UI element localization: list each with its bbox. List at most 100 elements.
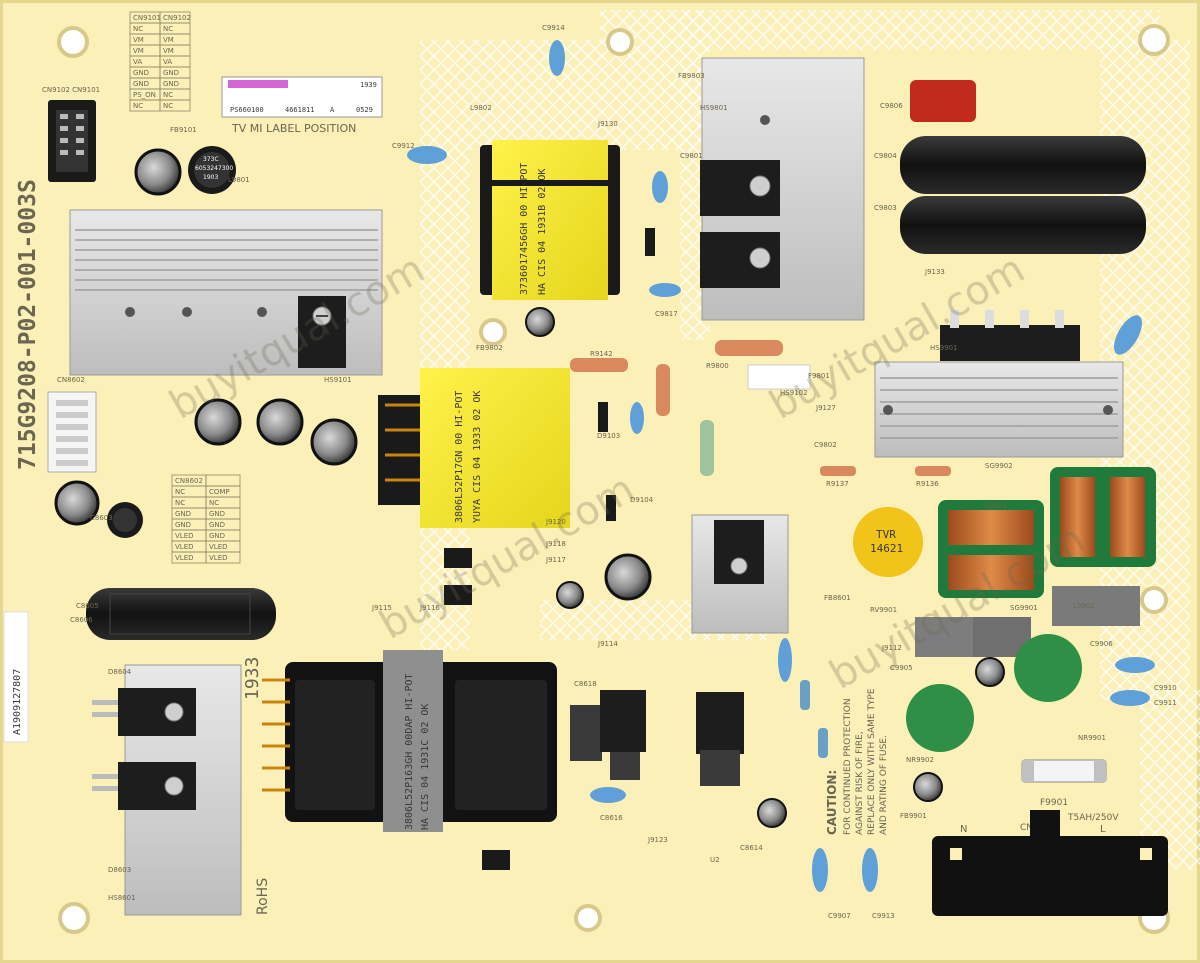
label-code-5: 0529 [356,106,373,114]
svg-text:RoHS: RoHS [255,878,271,915]
ref-designator: R9142 [590,350,613,358]
pin-table-top-cell: CN9101 [133,14,161,22]
caution-line-3: REPLACE ONLY WITH SAME TYPE [867,688,877,835]
heatsink-hs9801 [700,57,865,321]
transformer-bottom-line1: 3806L52P163GH 00DAP HI-POT [404,673,415,830]
heatsink-hs9901 [874,310,1124,458]
varistor-label-2: 14621 [870,542,903,555]
ref-designator: C8614 [740,844,763,852]
ref-designator: HS9101 [324,376,352,384]
fuse-f9901: F9901 T5AH/250V [1021,759,1119,823]
ref-designator: SG9901 [1010,604,1038,612]
ref-designator: L9902 [1073,602,1095,610]
mounting-holes [57,24,1170,934]
pin-table-top-cell: NC [133,102,143,110]
ref-designator: R9800 [706,362,729,370]
connector-cn9101 [48,100,96,182]
ref-designator: C9905 [890,664,913,672]
ref-designator: HS8601 [108,894,136,902]
connector-pin-l: L [1100,824,1106,835]
fuse-rating: T5AH/250V [1067,813,1119,823]
ref-designator: C9802 [814,441,837,449]
ref-designator: L9802 [470,104,492,112]
ntc-thermistors [906,634,1082,752]
caution-line-4: AND RATING OF FUSE. [879,735,889,835]
transformer-top-line1: 3736017456GH 00 HI-POT [519,163,530,295]
fuse-ref: F9901 [1040,798,1068,808]
ref-designator: RV9901 [870,606,897,614]
ref-designator: J9120 [545,518,566,526]
ref-designator: C9801 [680,152,703,160]
ref-designator: CN8602 [57,376,85,384]
pin-table-top-cell: NC [133,25,143,33]
pin-table-mid-cell: GND [209,532,225,540]
ref-designator: J9112 [881,644,902,652]
caution-line-2: AGAINST RISK OF FIRE, [855,731,865,835]
capacitor-group-left [54,398,358,538]
caution-title: CAUTION: [825,770,839,835]
ref-designator: NR9901 [1078,734,1106,742]
ref-designator: U2 [710,856,720,864]
serial-number: A1909127807 [12,669,23,735]
pin-table-mid-cell: CN8602 [175,477,203,485]
ref-designator: D9103 [597,432,620,440]
ref-designator: C9913 [872,912,895,920]
pin-table-top-cell: GND [133,69,149,77]
ref-designator: C8616 [600,814,623,822]
ref-designator: C8618 [574,680,597,688]
label-code-1: PS660100 [230,106,264,114]
pin-table-top-cell: VM [133,47,144,55]
pin-table-mid-cell: NC [175,488,185,496]
label-code-3: A [330,106,335,114]
pin-table-top-cell-border [159,99,191,112]
ref-designator: F9801 [808,372,830,380]
pin-table-top-cell: VA [133,58,142,66]
ref-designator: C9817 [655,310,678,318]
ref-designator: L9801 [228,176,250,184]
pin-table-top-cell: VM [163,47,174,55]
label-position-box: 1939 PS660100 4661811 A 0529 TV MI LABEL… [221,76,383,135]
pin-table-top-cell: VA [163,58,172,66]
ref-designator: J9117 [545,556,566,564]
transformer-top: 3736017456GH 00 HI-POT HA CIS 04 1931B 0… [480,140,620,300]
common-mode-choke-l9902 [1050,467,1156,567]
varistor-label-1: TVR [876,528,896,541]
inductor-label-2: 6053247300 [195,165,233,172]
ref-designator: CN9102 CN9101 [42,86,100,94]
pin-table-top-cell: NC [163,91,173,99]
pin-table-top-cell: VM [133,36,144,44]
ref-designator: J9123 [647,836,668,844]
pin-table-mid-cell: VLED [209,543,228,551]
heatsink-hs9101 [69,209,383,376]
ref-designator: HS9102 [780,389,808,397]
label-code-2: 4661811 [285,106,315,114]
inductor-label-3: 1903 [203,174,218,181]
pin-table-mid-cell: VLED [175,554,194,562]
label-code-4: 1939 [360,81,377,89]
ac-connector-cn9901: CN9901 N L [932,810,1168,916]
electrolytic-capacitor [134,148,182,196]
pin-table-mid-cell-border [205,551,241,564]
pin-table-top-cell: GND [163,69,179,77]
caution-line-1: FOR CONTINUED PROTECTION [843,698,853,835]
x-capacitors [915,586,1140,657]
ref-designator: L9901 [985,502,1007,510]
inductor-label-1: 373C [203,156,219,163]
white-connector-mid [747,364,811,390]
ic-chips [444,228,655,870]
ref-designator: C9912 [392,142,415,150]
pin-table-top-cell: PS_ON [133,91,156,99]
connector-pin-n: N [960,824,967,835]
regulators-bottom [570,690,744,786]
ref-designator: R9136 [916,480,939,488]
ref-designator: C9914 [542,24,565,32]
ref-designator: C9803 [874,204,897,212]
ref-designator: HS9901 [930,344,958,352]
pin-table-mid-cell: NC [175,499,185,507]
ref-designator: J9133 [924,268,945,276]
pin-table-top-cell: CN9102 [163,14,191,22]
